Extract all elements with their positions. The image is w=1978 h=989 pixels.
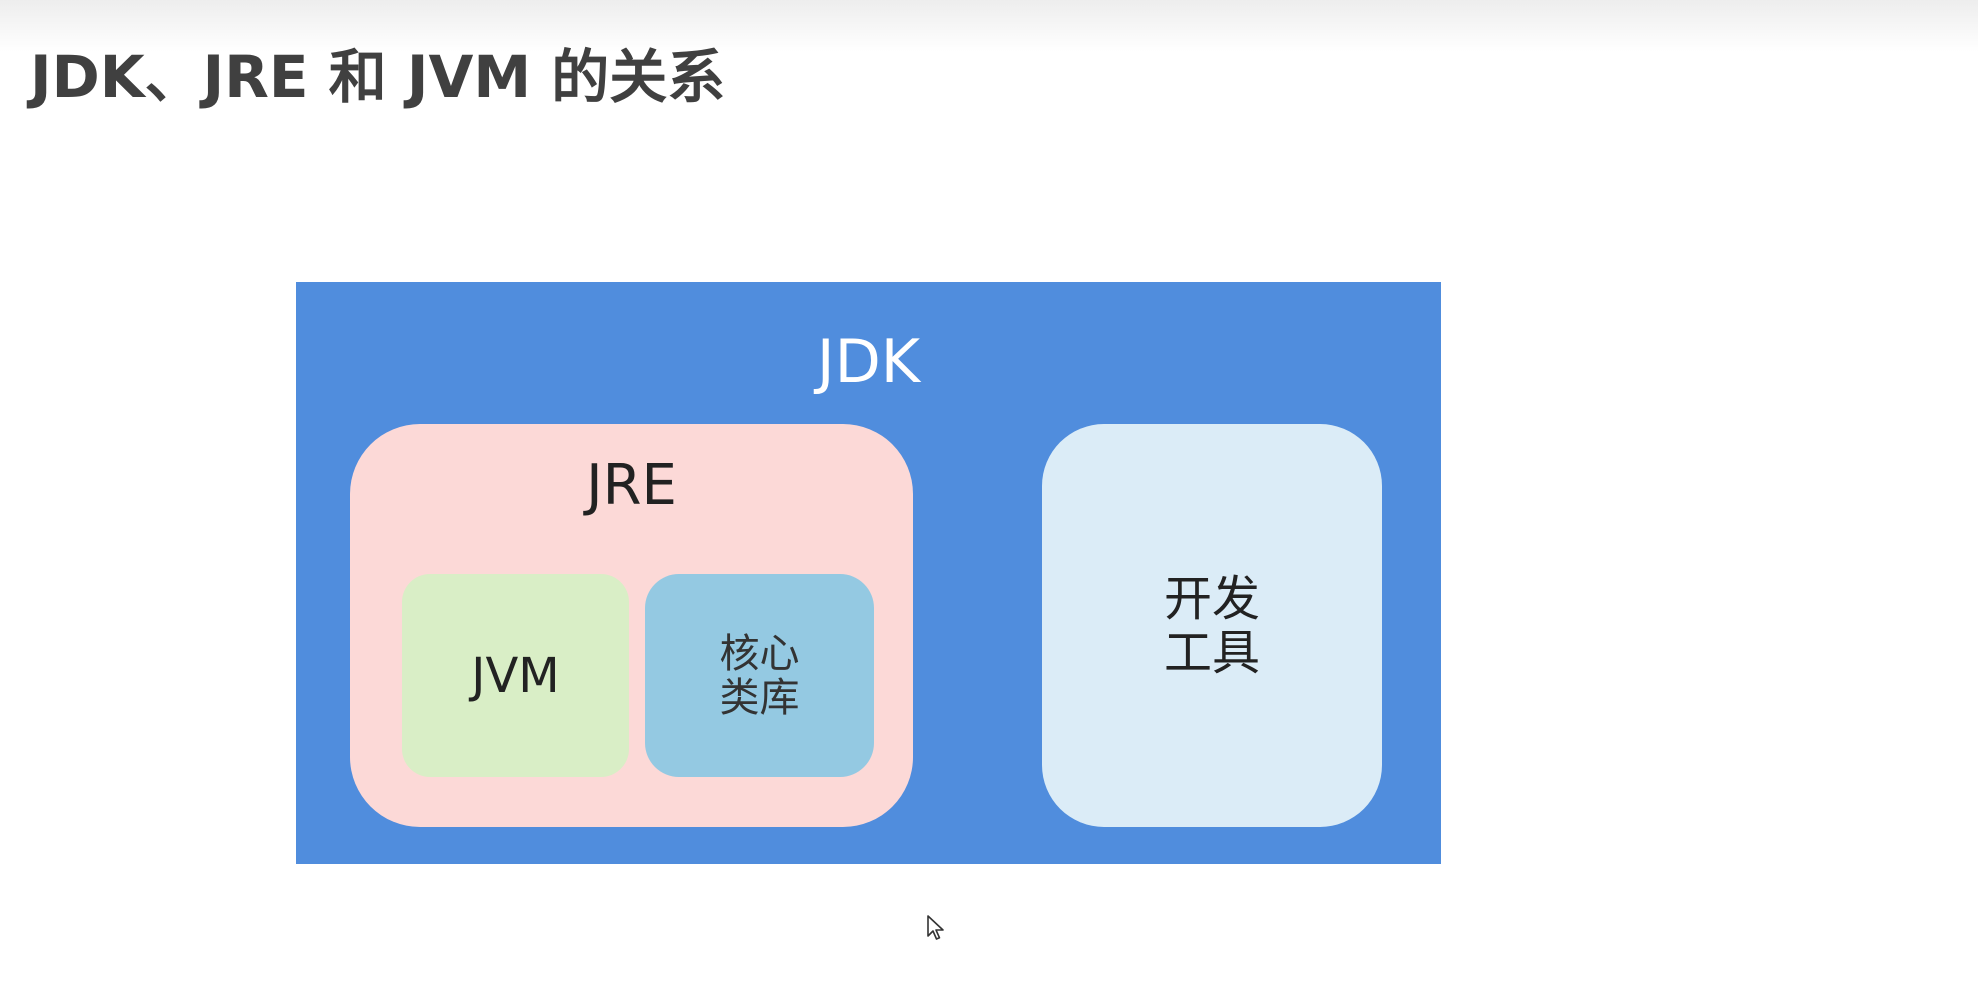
dev-tools-label: 开发 工具: [1163, 570, 1260, 681]
jvm-box: JVM: [402, 574, 629, 777]
jre-label: JRE: [586, 453, 677, 518]
page-title: JDK、JRE 和 JVM 的关系: [30, 43, 726, 111]
jdk-box: JDK JRE JVM 核心 类库 开发 工具: [296, 282, 1441, 864]
core-library-label: 核心 类库: [719, 630, 800, 721]
top-gradient-bar: [0, 0, 1978, 52]
jvm-label: JVM: [471, 647, 560, 704]
core-library-box: 核心 类库: [645, 574, 874, 777]
jdk-label: JDK: [816, 327, 921, 397]
mouse-pointer-icon: [927, 915, 944, 940]
jre-box: JRE JVM 核心 类库: [350, 424, 913, 827]
dev-tools-box: 开发 工具: [1042, 424, 1382, 827]
